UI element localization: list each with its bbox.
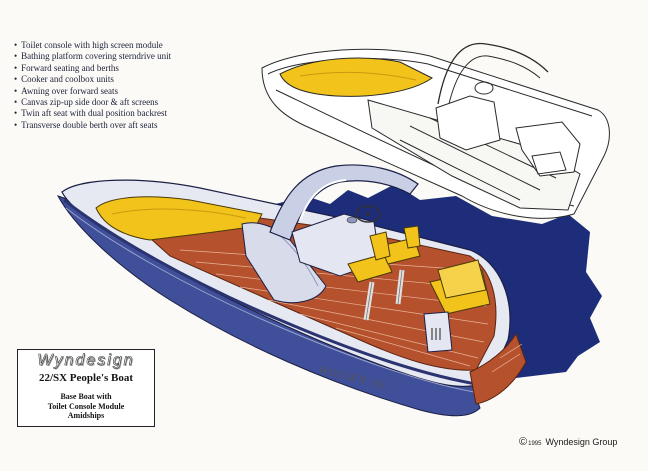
feature-item: Cooker and coolbox units — [14, 74, 171, 85]
feature-item: Transverse double berth over aft seats — [14, 120, 171, 131]
screen-arch — [269, 164, 419, 241]
feature-item: Bathing platform covering sterndrive uni… — [14, 51, 171, 62]
title-box: Wyndesign 22/SX People's Boat Base Boat … — [17, 349, 155, 427]
description-line: Base Boat with — [60, 392, 112, 401]
forward-seat-cushion — [95, 196, 263, 241]
top-arch — [437, 42, 549, 105]
console-module — [241, 222, 327, 304]
copyright-year: 1995 — [528, 441, 542, 447]
top-forward-cushion — [279, 57, 433, 97]
description-line: Amidships — [67, 411, 105, 420]
feature-item: Toilet console with high screen module — [14, 40, 171, 51]
feature-item: Forward seating and berths — [14, 63, 171, 74]
bathing-platform — [469, 332, 527, 405]
model-description: Base Boat with Toilet Console Module Ami… — [18, 392, 154, 421]
brand-logo: Wyndesign — [37, 352, 135, 370]
copyright-icon: © — [519, 436, 528, 448]
top-console — [435, 95, 501, 151]
helm-seats — [347, 225, 421, 321]
model-name: 22/SX People's Boat — [38, 372, 134, 384]
aft-seat-back — [437, 259, 487, 299]
description-line: Toilet Console Module — [47, 401, 125, 411]
feature-list: Toilet console with high screen module B… — [14, 40, 171, 131]
feature-item: Twin aft seat with dual position backres… — [14, 108, 171, 119]
copyright-owner: Wyndesign Group — [545, 437, 618, 447]
feature-item: Canvas zip-up side door & aft screens — [14, 97, 171, 108]
steering-wheel-icon — [355, 205, 381, 223]
feature-item: Awning over forward seats — [14, 86, 171, 97]
